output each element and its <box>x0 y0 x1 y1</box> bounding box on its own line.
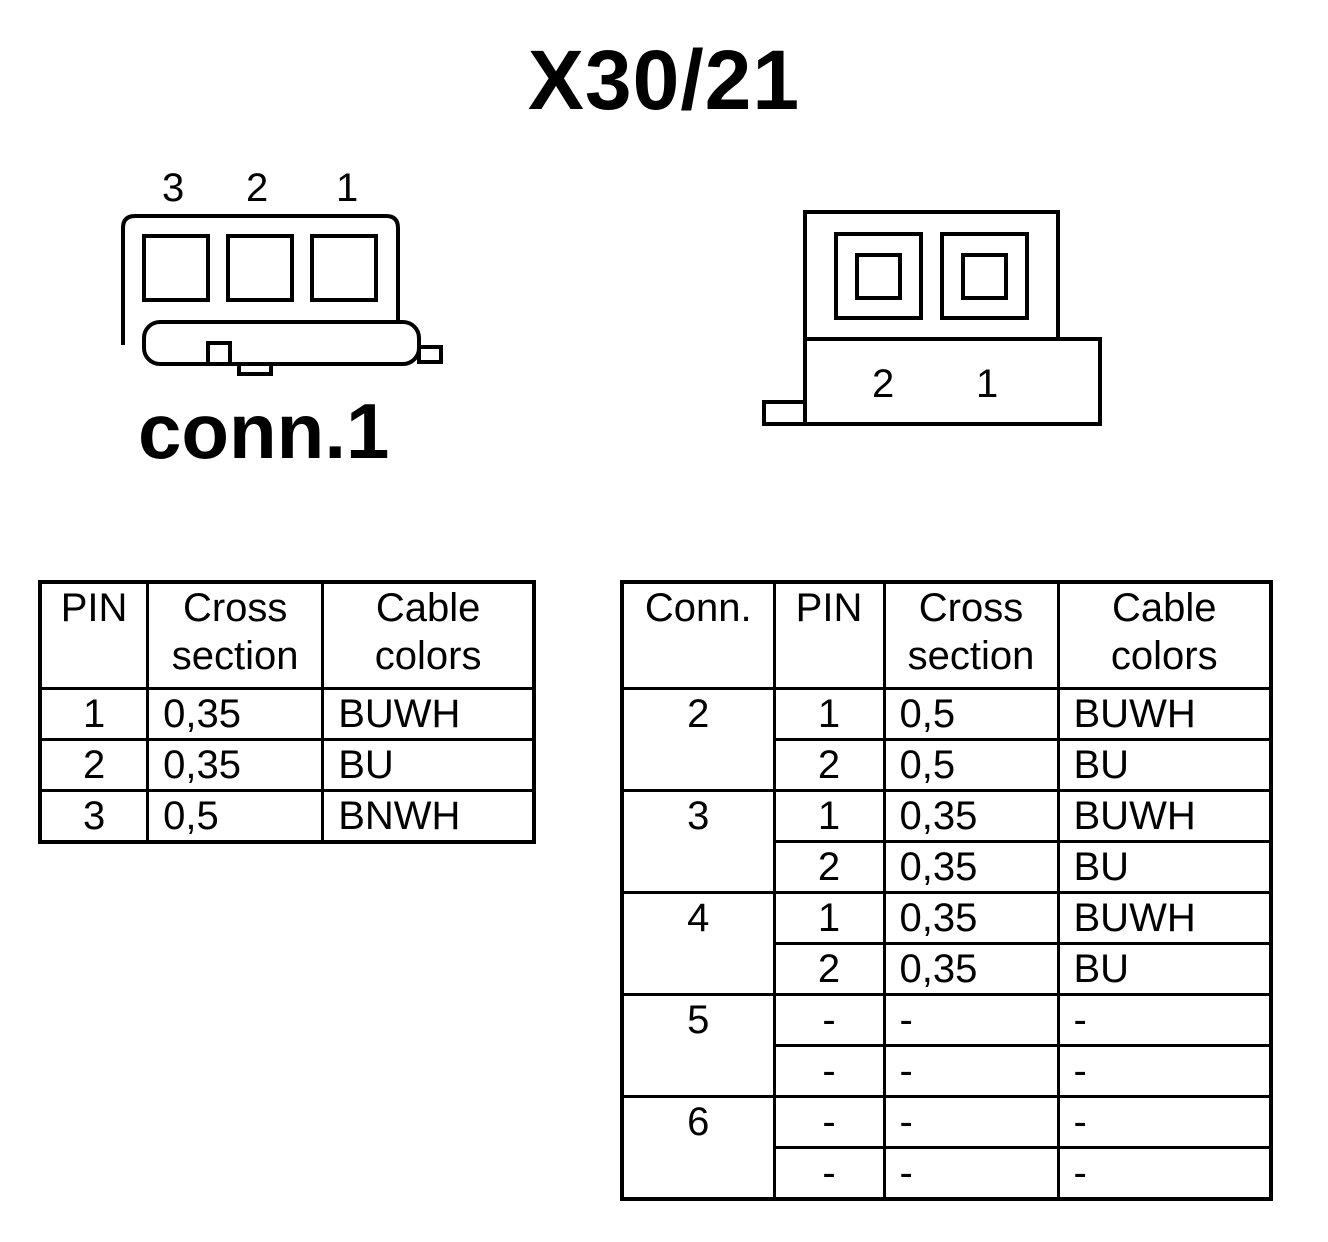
cable-color-cell: BU <box>321 737 536 792</box>
pin-cell: - <box>772 992 886 1047</box>
cable-color-cell: - <box>1056 1043 1273 1098</box>
pin-cell: 2 <box>772 941 886 996</box>
pin-cell: - <box>772 1043 886 1098</box>
cable-color-cell: - <box>1056 992 1273 1047</box>
cable-color-cell: - <box>1056 1094 1273 1149</box>
cross-section-cell: 0,35 <box>882 839 1060 894</box>
cross-section-cell: 0,5 <box>882 686 1060 741</box>
conn1-pin-number: 1 <box>336 166 359 210</box>
table-row: - - - <box>622 1145 1273 1200</box>
conn1-pin-number: 2 <box>246 166 269 210</box>
conn2-connector-drawing <box>762 210 1102 426</box>
conn-cell: 2 <box>620 686 776 792</box>
cable-color-cell: BU <box>1056 839 1273 894</box>
pin-cell: - <box>772 1094 886 1149</box>
conn-cell: 6 <box>620 1094 776 1200</box>
pin-header: PIN <box>38 580 150 690</box>
table-row: 4 1 0,35 BUWH <box>620 890 1273 996</box>
cross-section-cell: 0,5 <box>146 788 325 843</box>
table-row: 2 0,35 BU <box>622 839 1273 894</box>
pin-cell: 2 <box>772 737 886 792</box>
table-row: 1 0,35 BUWH <box>38 686 536 741</box>
cable-color-cell: BUWH <box>1056 890 1273 945</box>
cable-color-cell: BU <box>1056 941 1273 996</box>
conn-header: Conn. <box>620 580 776 690</box>
pin-cell: 3 <box>38 788 150 843</box>
cross-section-cell: - <box>882 1094 1060 1149</box>
table-row: 5 - - - <box>620 992 1273 1098</box>
cross-section-cell: - <box>882 1145 1060 1200</box>
cable-color-cell: - <box>1056 1145 1273 1200</box>
pin-cell: - <box>772 1145 886 1200</box>
cable-color-cell: BUWH <box>321 686 536 741</box>
table-row: 2 0,35 BU <box>38 737 536 792</box>
cross-section-cell: 0,35 <box>146 686 325 741</box>
cross-section-cell: 0,35 <box>146 737 325 792</box>
cross-section-cell: 0,35 <box>882 941 1060 996</box>
conn-cell: 5 <box>620 992 776 1098</box>
conn2-pin-number: 2 <box>872 362 895 406</box>
cable-color-cell: BUWH <box>1056 686 1273 741</box>
table-row: 3 1 0,35 BUWH <box>620 788 1273 894</box>
table-row: 2 1 0,5 BUWH <box>620 686 1273 792</box>
conn-cell: 4 <box>620 890 776 996</box>
pin-cell: 1 <box>772 686 886 741</box>
cross-section-cell: - <box>882 992 1060 1047</box>
pin-cell: 1 <box>38 686 150 741</box>
conn1-pin-number: 3 <box>162 166 185 210</box>
cross-section-cell: - <box>882 1043 1060 1098</box>
connector-drawings <box>121 210 1102 426</box>
conn1-label: conn.1 <box>138 387 390 475</box>
table-row: 2 0,35 BU <box>622 941 1273 996</box>
table-row: 2 0,5 BU <box>622 737 1273 792</box>
cross-section-cell: 0,35 <box>882 788 1060 843</box>
cable-color-cell: BNWH <box>321 788 536 843</box>
cross-section-cell: 0,35 <box>882 890 1060 945</box>
pin-cell: 1 <box>772 890 886 945</box>
cable-color-cell: BUWH <box>1056 788 1273 843</box>
pin-cell: 2 <box>38 737 150 792</box>
pin-cell: 2 <box>772 839 886 894</box>
conn2-pin-number: 1 <box>976 362 999 406</box>
table-row: 6 - - - <box>620 1094 1273 1200</box>
conn1-connector-drawing <box>121 214 443 376</box>
pin-cell: 1 <box>772 788 886 843</box>
cable-color-cell: BU <box>1056 737 1273 792</box>
cross-section-cell: 0,5 <box>882 737 1060 792</box>
table-row: - - - <box>622 1043 1273 1098</box>
pin-header: PIN <box>772 580 886 690</box>
page-title: X30/21 <box>527 33 801 127</box>
conn-cell: 3 <box>620 788 776 894</box>
table-row: 3 0,5 BNWH <box>38 788 536 843</box>
